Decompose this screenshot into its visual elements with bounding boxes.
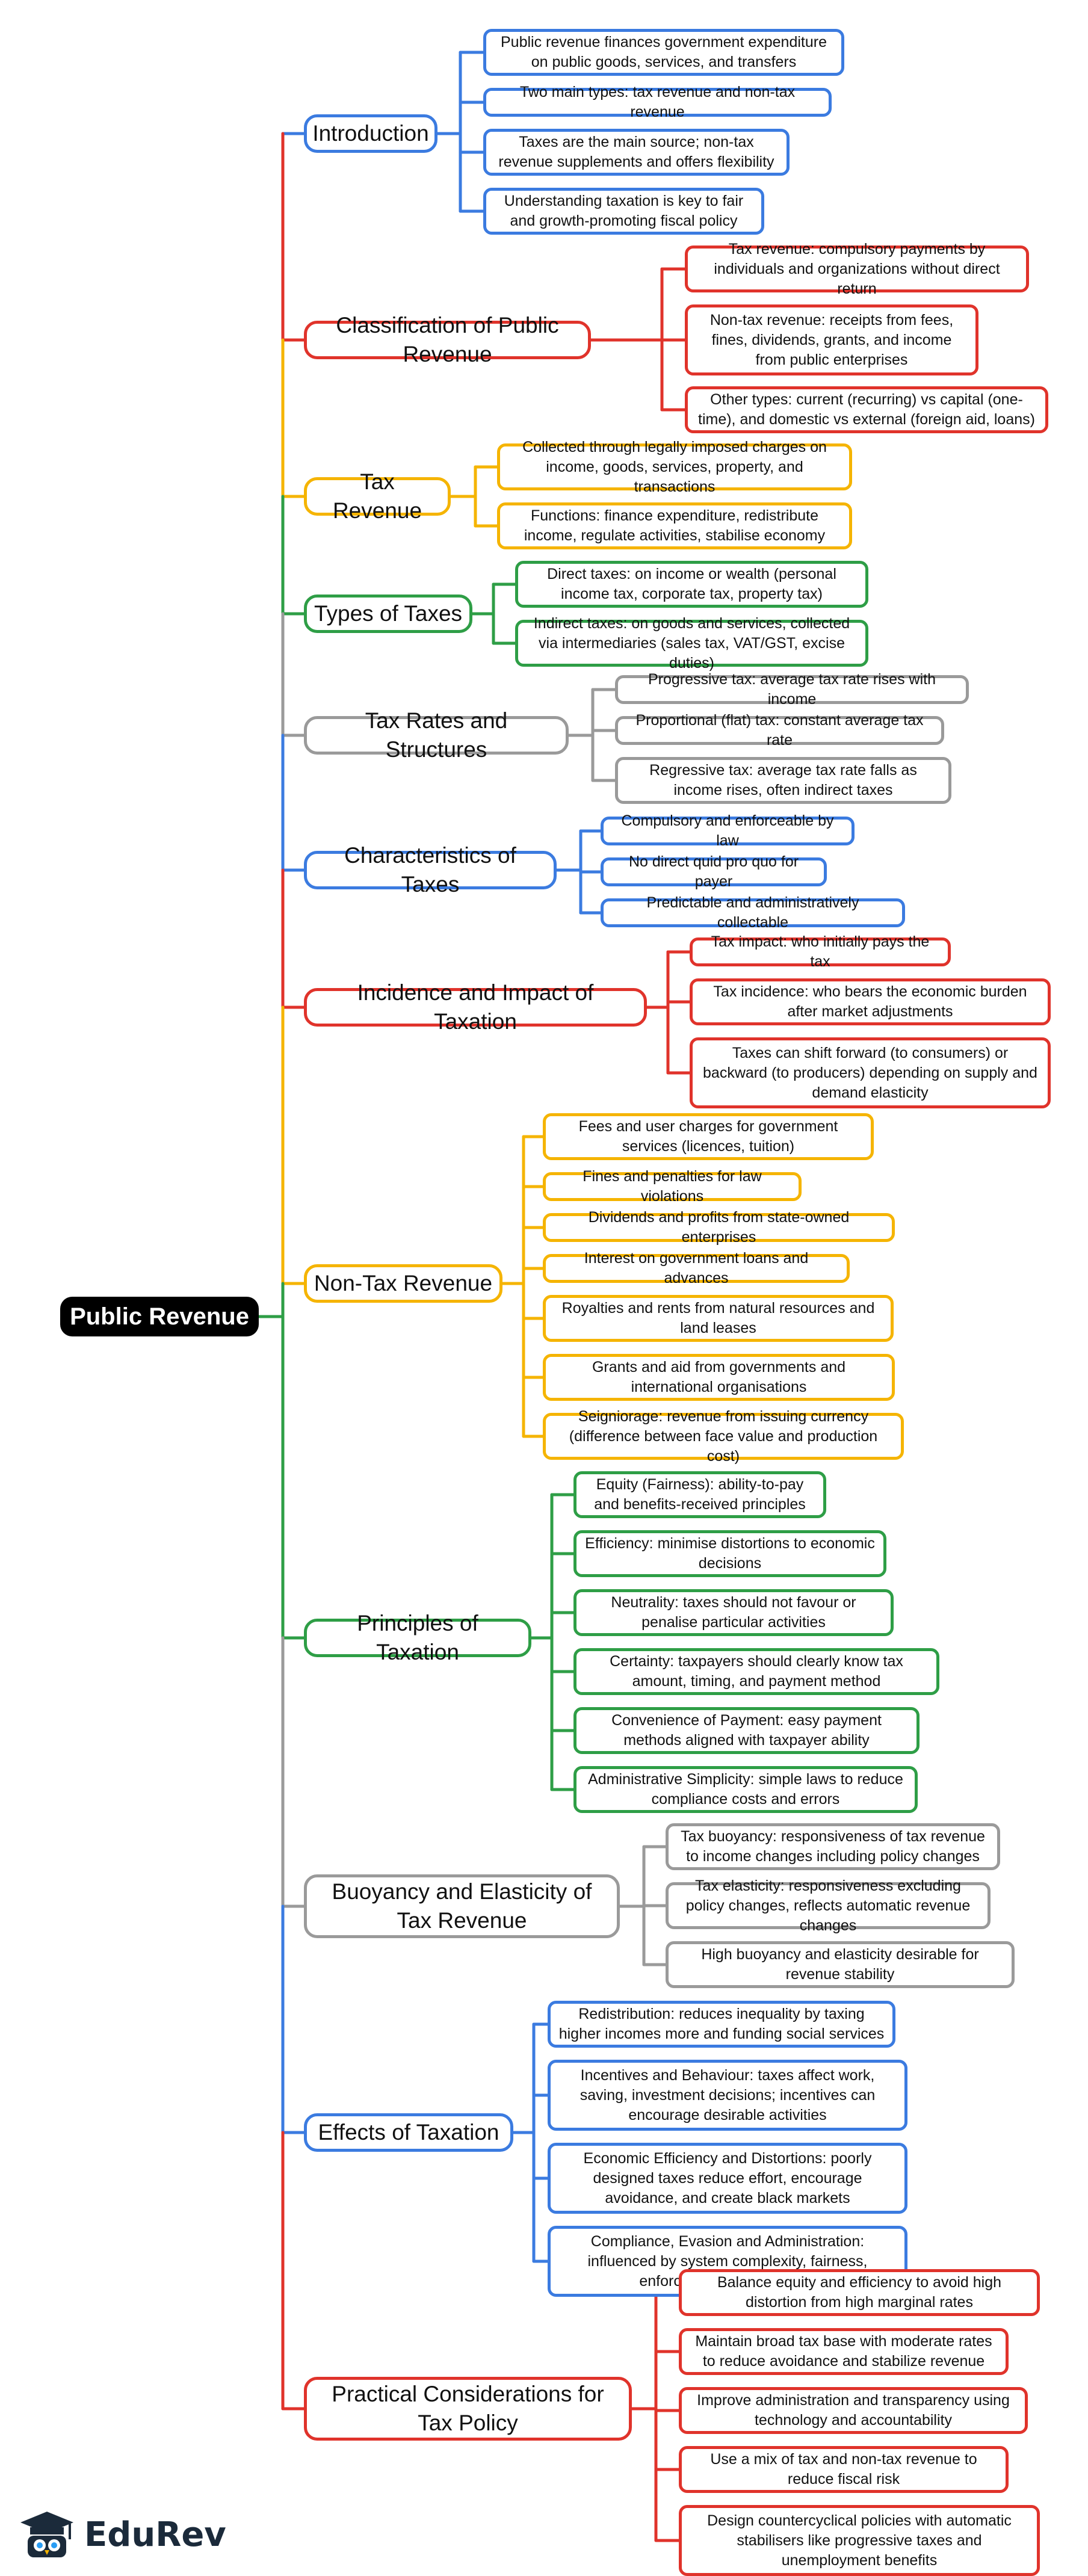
section-node: Practical Considerations for Tax Policy (304, 2377, 632, 2441)
leaf-node: Public revenue finances government expen… (483, 29, 844, 76)
section-node: Tax Revenue (304, 469, 451, 523)
leaf-node: Collected through legally imposed charge… (497, 439, 852, 495)
leaf-node: No direct quid pro quo for payer (601, 853, 827, 890)
edurev-logo: EduRev (18, 2508, 271, 2561)
leaf-node: Compulsory and enforceable by law (601, 812, 855, 849)
leaf-node: Neutrality: taxes should not favour or p… (573, 1589, 894, 1636)
section-node: Types of Taxes (304, 595, 472, 633)
leaf-node: Two main types: tax revenue and non-tax … (483, 84, 832, 120)
leaf-node: Understanding taxation is key to fair an… (483, 188, 764, 235)
section-node: Non-Tax Revenue (304, 1264, 502, 1303)
leaf-node: Royalties and rents from natural resourc… (543, 1295, 894, 1342)
leaf-node: Seigniorage: revenue from issuing curren… (543, 1408, 904, 1465)
leaf-node: Tax revenue: compulsory payments by indi… (685, 241, 1029, 297)
section-node: Classification of Public Revenue (304, 313, 591, 366)
leaf-node: Proportional (flat) tax: constant averag… (615, 712, 944, 749)
leaf-node: Predictable and administratively collect… (601, 894, 905, 931)
root-node: Public Revenue (60, 1297, 259, 1336)
section-node: Tax Rates and Structures (304, 708, 569, 762)
leaf-node: Dividends and profits from state-owned e… (543, 1209, 895, 1246)
leaf-node: Regressive tax: average tax rate falls a… (615, 757, 951, 804)
leaf-node: Taxes can shift forward (to consumers) o… (690, 1037, 1051, 1108)
leaf-node: Other types: current (recurring) vs capi… (685, 386, 1048, 433)
leaf-node: Maintain broad tax base with moderate ra… (679, 2328, 1009, 2375)
leaf-node: Progressive tax: average tax rate rises … (615, 671, 969, 708)
leaf-node: Fines and penalties for law violations (543, 1168, 802, 1205)
leaf-node: Convenience of Payment: easy payment met… (573, 1707, 920, 1754)
graduation-cap-owl-icon (20, 2512, 73, 2557)
leaf-node: Use a mix of tax and non-tax revenue to … (679, 2446, 1009, 2493)
leaf-node: Efficiency: minimise distortions to econ… (573, 1530, 886, 1577)
section-node: Effects of Taxation (304, 2113, 513, 2152)
leaf-node: Equity (Fairness): ability-to-pay and be… (573, 1471, 826, 1518)
logo-text: EduRev (84, 2515, 226, 2554)
section-node: Characteristics of Taxes (304, 843, 557, 897)
leaf-node: Taxes are the main source; non-tax reven… (483, 129, 790, 176)
leaf-node: Improve administration and transparency … (679, 2387, 1028, 2434)
section-node: Principles of Taxation (304, 1611, 531, 1664)
leaf-node: Certainty: taxpayers should clearly know… (573, 1648, 939, 1695)
leaf-node: Fees and user charges for government ser… (543, 1113, 874, 1160)
section-node: Buoyancy and Elasticity of Tax Revenue (304, 1874, 620, 1938)
leaf-node: Tax incidence: who bears the economic bu… (690, 978, 1051, 1025)
leaf-node: Tax buoyancy: responsiveness of tax reve… (666, 1823, 1000, 1870)
leaf-node: Interest on government loans and advance… (543, 1250, 850, 1286)
leaf-node: Functions: finance expenditure, redistri… (497, 502, 852, 549)
leaf-node: Grants and aid from governments and inte… (543, 1354, 895, 1401)
leaf-node: Incentives and Behaviour: taxes affect w… (548, 2060, 907, 2131)
leaf-node: Indirect taxes: on goods and services, c… (515, 615, 868, 672)
leaf-node: Administrative Simplicity: simple laws t… (573, 1766, 918, 1813)
section-node: Introduction (304, 114, 437, 153)
section-node: Incidence and Impact of Taxation (304, 980, 647, 1034)
leaf-node: Tax impact: who initially pays the tax (690, 933, 951, 970)
leaf-node: Direct taxes: on income or wealth (perso… (515, 561, 868, 608)
leaf-node: Redistribution: reduces inequality by ta… (548, 2001, 895, 2048)
leaf-node: Design countercyclical policies with aut… (679, 2505, 1040, 2576)
leaf-node: Non-tax revenue: receipts from fees, fin… (685, 304, 978, 375)
leaf-node: Tax elasticity: responsiveness excluding… (666, 1877, 991, 1934)
leaf-node: Economic Efficiency and Distortions: poo… (548, 2143, 907, 2214)
leaf-node: Balance equity and efficiency to avoid h… (679, 2269, 1040, 2316)
leaf-node: High buoyancy and elasticity desirable f… (666, 1941, 1015, 1988)
